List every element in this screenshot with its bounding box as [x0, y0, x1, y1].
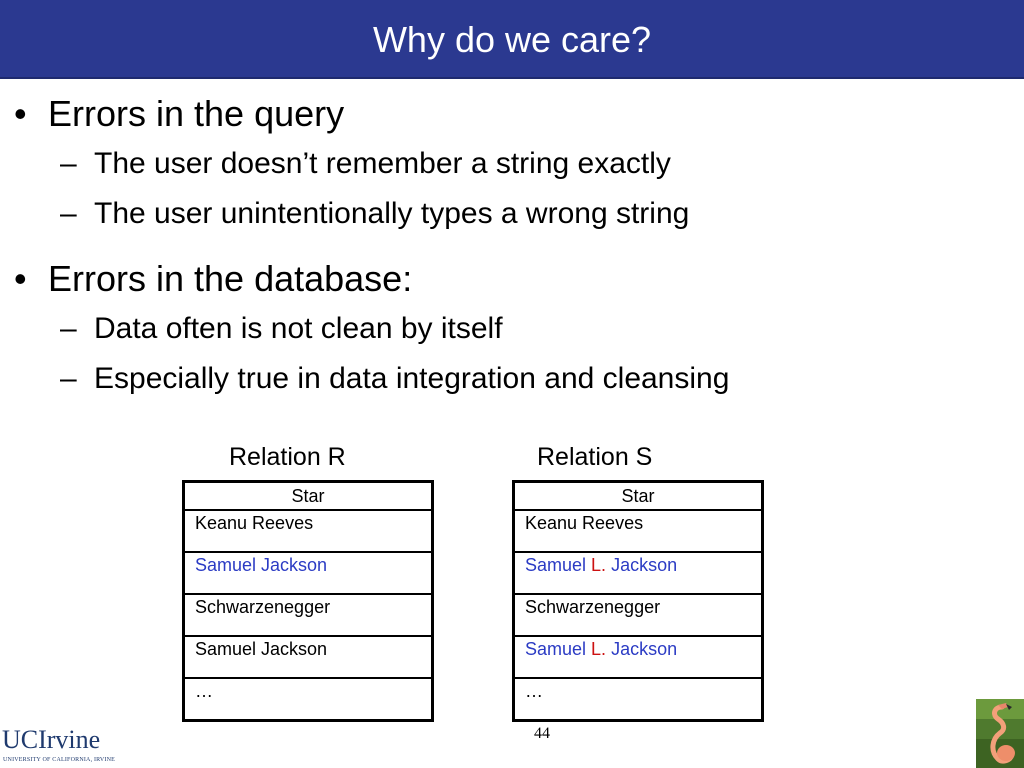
sub-bullet-text: The user doesn’t remember a string exact… — [94, 147, 671, 180]
bullet-text: Errors in the query — [48, 93, 345, 134]
bullet-marker: • — [14, 93, 27, 134]
table-row: … — [513, 677, 763, 721]
name-part-last: Jackson — [606, 555, 678, 575]
name-part-middle-initial: L. — [591, 555, 607, 575]
table-row: Keanu Reeves — [183, 509, 433, 552]
sub-bullet-item: – The user unintentionally types a wrong… — [60, 197, 960, 231]
table-cell: … — [513, 677, 763, 721]
sub-bullet-text: Data often is not clean by itself — [94, 312, 503, 345]
table-cell: Keanu Reeves — [513, 509, 763, 552]
table-header-row: Star — [183, 481, 433, 511]
dash-marker: – — [60, 197, 77, 230]
dash-marker: – — [60, 362, 77, 395]
dash-marker: – — [60, 312, 77, 345]
sub-bullet-text: The user unintentionally types a wrong s… — [94, 197, 690, 230]
name-part-first: Samuel — [525, 555, 592, 575]
name-part-first: Samuel — [525, 639, 592, 659]
table-row: Samuel L. Jackson — [513, 635, 763, 678]
bullet-item: • Errors in the query — [14, 94, 914, 134]
slide-title: Why do we care? — [372, 19, 652, 60]
table-cell: … — [183, 677, 433, 721]
table-cell: Samuel Jackson — [183, 551, 433, 594]
column-header-star: Star — [513, 481, 763, 511]
page-number: 44 — [534, 725, 550, 742]
bullet-text: Errors in the database: — [48, 258, 413, 299]
logo-wordmark: UCIrvine — [2, 725, 101, 754]
column-header-star: Star — [183, 481, 433, 511]
table-row: Samuel L. Jackson — [513, 551, 763, 594]
table-cell: Samuel Jackson — [183, 635, 433, 678]
relation-s-caption: Relation S — [537, 443, 653, 471]
sub-bullet-item: – Especially true in data integration an… — [60, 362, 960, 396]
table-header-row: Star — [513, 481, 763, 511]
table-row: Schwarzenegger — [183, 593, 433, 636]
relation-r-table: Star Keanu Reeves Samuel Jackson Schwarz… — [182, 480, 434, 722]
bullet-marker: • — [14, 258, 27, 299]
flamingo-icon — [976, 699, 1024, 768]
table-row: Samuel Jackson — [183, 551, 433, 594]
table-cell: Keanu Reeves — [183, 509, 433, 552]
title-bar: Why do we care? — [0, 0, 1024, 79]
sub-bullet-item: – Data often is not clean by itself — [60, 312, 960, 346]
bullet-item: • Errors in the database: — [14, 259, 914, 299]
relation-r-caption: Relation R — [229, 443, 346, 471]
relation-s-table: Star Keanu Reeves Samuel L. Jackson Schw… — [512, 480, 764, 722]
table-row: Samuel Jackson — [183, 635, 433, 678]
table-row: Schwarzenegger — [513, 593, 763, 636]
table-row: … — [183, 677, 433, 721]
dash-marker: – — [60, 147, 77, 180]
table-row: Keanu Reeves — [513, 509, 763, 552]
table-cell: Schwarzenegger — [183, 593, 433, 636]
sub-bullet-item: – The user doesn’t remember a string exa… — [60, 147, 960, 181]
table-cell: Schwarzenegger — [513, 593, 763, 636]
logo-subtitle: UNIVERSITY OF CALIFORNIA, IRVINE — [3, 757, 116, 763]
name-part-middle-initial: L. — [591, 639, 607, 659]
name-part-last: Jackson — [606, 639, 678, 659]
uci-logo: UCIrvine UNIVERSITY OF CALIFORNIA, IRVIN… — [2, 725, 116, 766]
sub-bullet-text: Especially true in data integration and … — [94, 362, 730, 395]
table-cell: Samuel L. Jackson — [513, 635, 763, 678]
table-cell: Samuel L. Jackson — [513, 551, 763, 594]
